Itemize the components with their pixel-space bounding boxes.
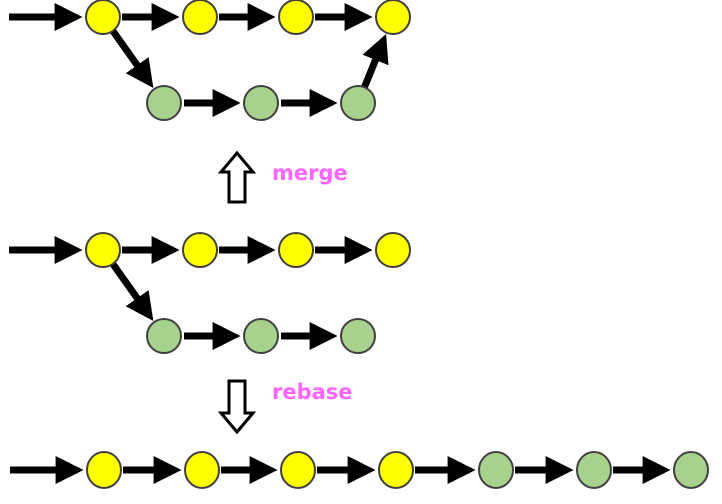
diagram-original-history-main-commit (278, 232, 314, 268)
diagram-original-history-branch-commit (340, 318, 376, 354)
diagram-merged-history-branch-commit (146, 85, 182, 121)
rebase-label: rebase (272, 380, 353, 404)
diagram-rebased-history-branch-commit (673, 451, 709, 489)
diagram-original-history-branch-commit (243, 318, 279, 354)
diagram-rebased-history-main-commit (378, 451, 414, 489)
diagram-rebased-history-main-commit (86, 451, 122, 489)
diagram-original-history-main-commit (182, 232, 218, 268)
diagram-original-history-fork-arrow (108, 260, 154, 321)
diagram-merged-history-branch-commit (340, 85, 376, 121)
diagram-rebased-history-branch-commit (576, 451, 612, 489)
rebase-down-arrow-icon (217, 379, 257, 435)
merge-label: merge (272, 161, 348, 185)
diagram-merged-history-main-commit (375, 0, 411, 35)
diagram-merged-history-branch-commit (243, 85, 279, 121)
diagram-rebased-history-branch-commit (478, 451, 514, 489)
diagram-merged-history-main-commit (278, 0, 314, 35)
diagram-merged-history-main-commit (85, 0, 121, 35)
diagram-original-history-branch-commit (146, 318, 182, 354)
diagram-merged-history-merge-arrow (360, 34, 389, 91)
diagram-original-history-main-commit (375, 232, 411, 268)
diagram-rebased-history-main-commit (280, 451, 316, 489)
diagram-merged-history-main-commit (182, 0, 218, 35)
diagram-rebased-history-main-commit (184, 451, 220, 489)
diagram-merged-history-fork-arrow (108, 27, 154, 88)
merge-up-arrow-icon (217, 150, 257, 204)
diagram-original-history-main-commit (85, 232, 121, 268)
